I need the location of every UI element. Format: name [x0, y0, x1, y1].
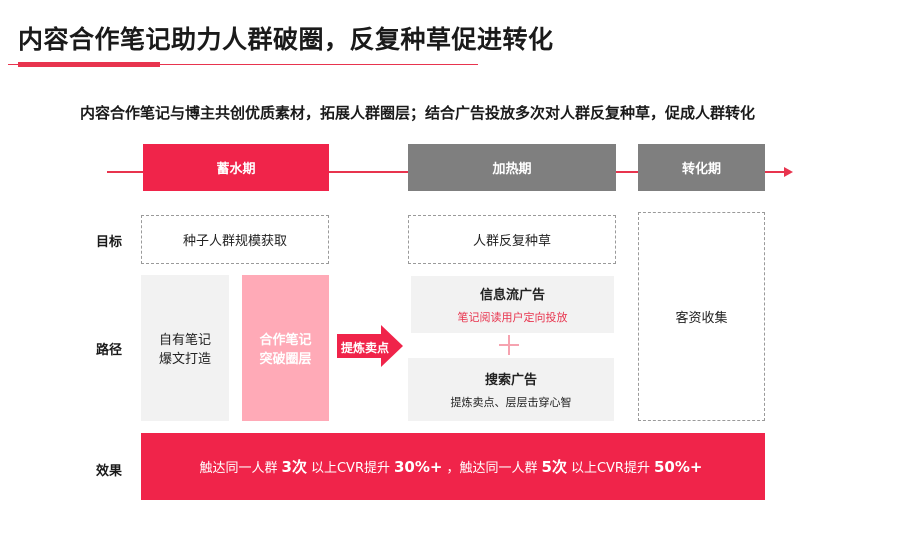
effect-text-4: 以上CVR提升 [570, 461, 650, 476]
search-ads-subtitle: 提炼卖点、层层击穿心智 [450, 396, 572, 409]
effect-text-3: 触达同一人群 [459, 461, 538, 476]
effect-percent-2: 50%+ [653, 457, 703, 476]
search-ads-box: 搜索广告 提炼卖点、层层击穿心智 [408, 358, 614, 421]
goal-lead-collection: 客资收集 [638, 212, 765, 421]
right-arrow-icon [337, 325, 403, 367]
effect-count-1: 3次 [281, 458, 307, 476]
effect-count-2: 5次 [541, 458, 567, 476]
goal-repeat-seeding: 人群反复种草 [408, 215, 616, 264]
effect-text-2: 以上CVR提升 [310, 461, 390, 476]
path-coop-notes-line1: 合作笔记 [259, 333, 312, 348]
path-coop-notes: 合作笔记 突破圈层 [242, 275, 329, 421]
timeline-arrow-icon [784, 167, 793, 177]
row-label-path: 路径 [96, 343, 123, 358]
row-label-effect: 效果 [96, 464, 123, 479]
path-own-notes-line2: 爆文打造 [158, 352, 211, 367]
page-title: 内容合作笔记助力人群破圈，反复种草促进转化 [18, 25, 554, 54]
phase-accumulate: 蓄水期 [143, 144, 329, 191]
effect-percent-1: 30%+ [394, 457, 443, 476]
effect-separator: ， [446, 461, 460, 476]
feed-ads-subtitle: 笔记阅读用户定向投放 [457, 311, 568, 324]
path-coop-notes-line2: 突破圈层 [259, 352, 312, 367]
phase-heat: 加热期 [408, 144, 616, 191]
feed-ads-title: 信息流广告 [479, 288, 545, 303]
path-own-notes-line1: 自有笔记 [158, 333, 211, 348]
effect-bar: 触达同一人群 3次 以上CVR提升 30%+ ， 触达同一人群 5次 以上CVR… [141, 433, 765, 500]
title-underline [8, 64, 478, 65]
arrow-label: 提炼卖点 [341, 341, 390, 355]
title-accent-bar [18, 62, 160, 67]
path-own-notes: 自有笔记 爆文打造 [141, 275, 229, 421]
plus-icon [499, 335, 519, 355]
goal-seed-audience: 种子人群规模获取 [141, 215, 329, 264]
row-label-goal: 目标 [96, 235, 123, 250]
feed-ads-box: 信息流广告 笔记阅读用户定向投放 [411, 276, 614, 333]
phase-convert: 转化期 [638, 144, 765, 191]
effect-text-1: 触达同一人群 [199, 461, 278, 476]
page-subtitle: 内容合作笔记与博主共创优质素材，拓展人群圈层；结合广告投放多次对人群反复种草，促… [80, 104, 756, 122]
search-ads-title: 搜索广告 [484, 373, 537, 388]
